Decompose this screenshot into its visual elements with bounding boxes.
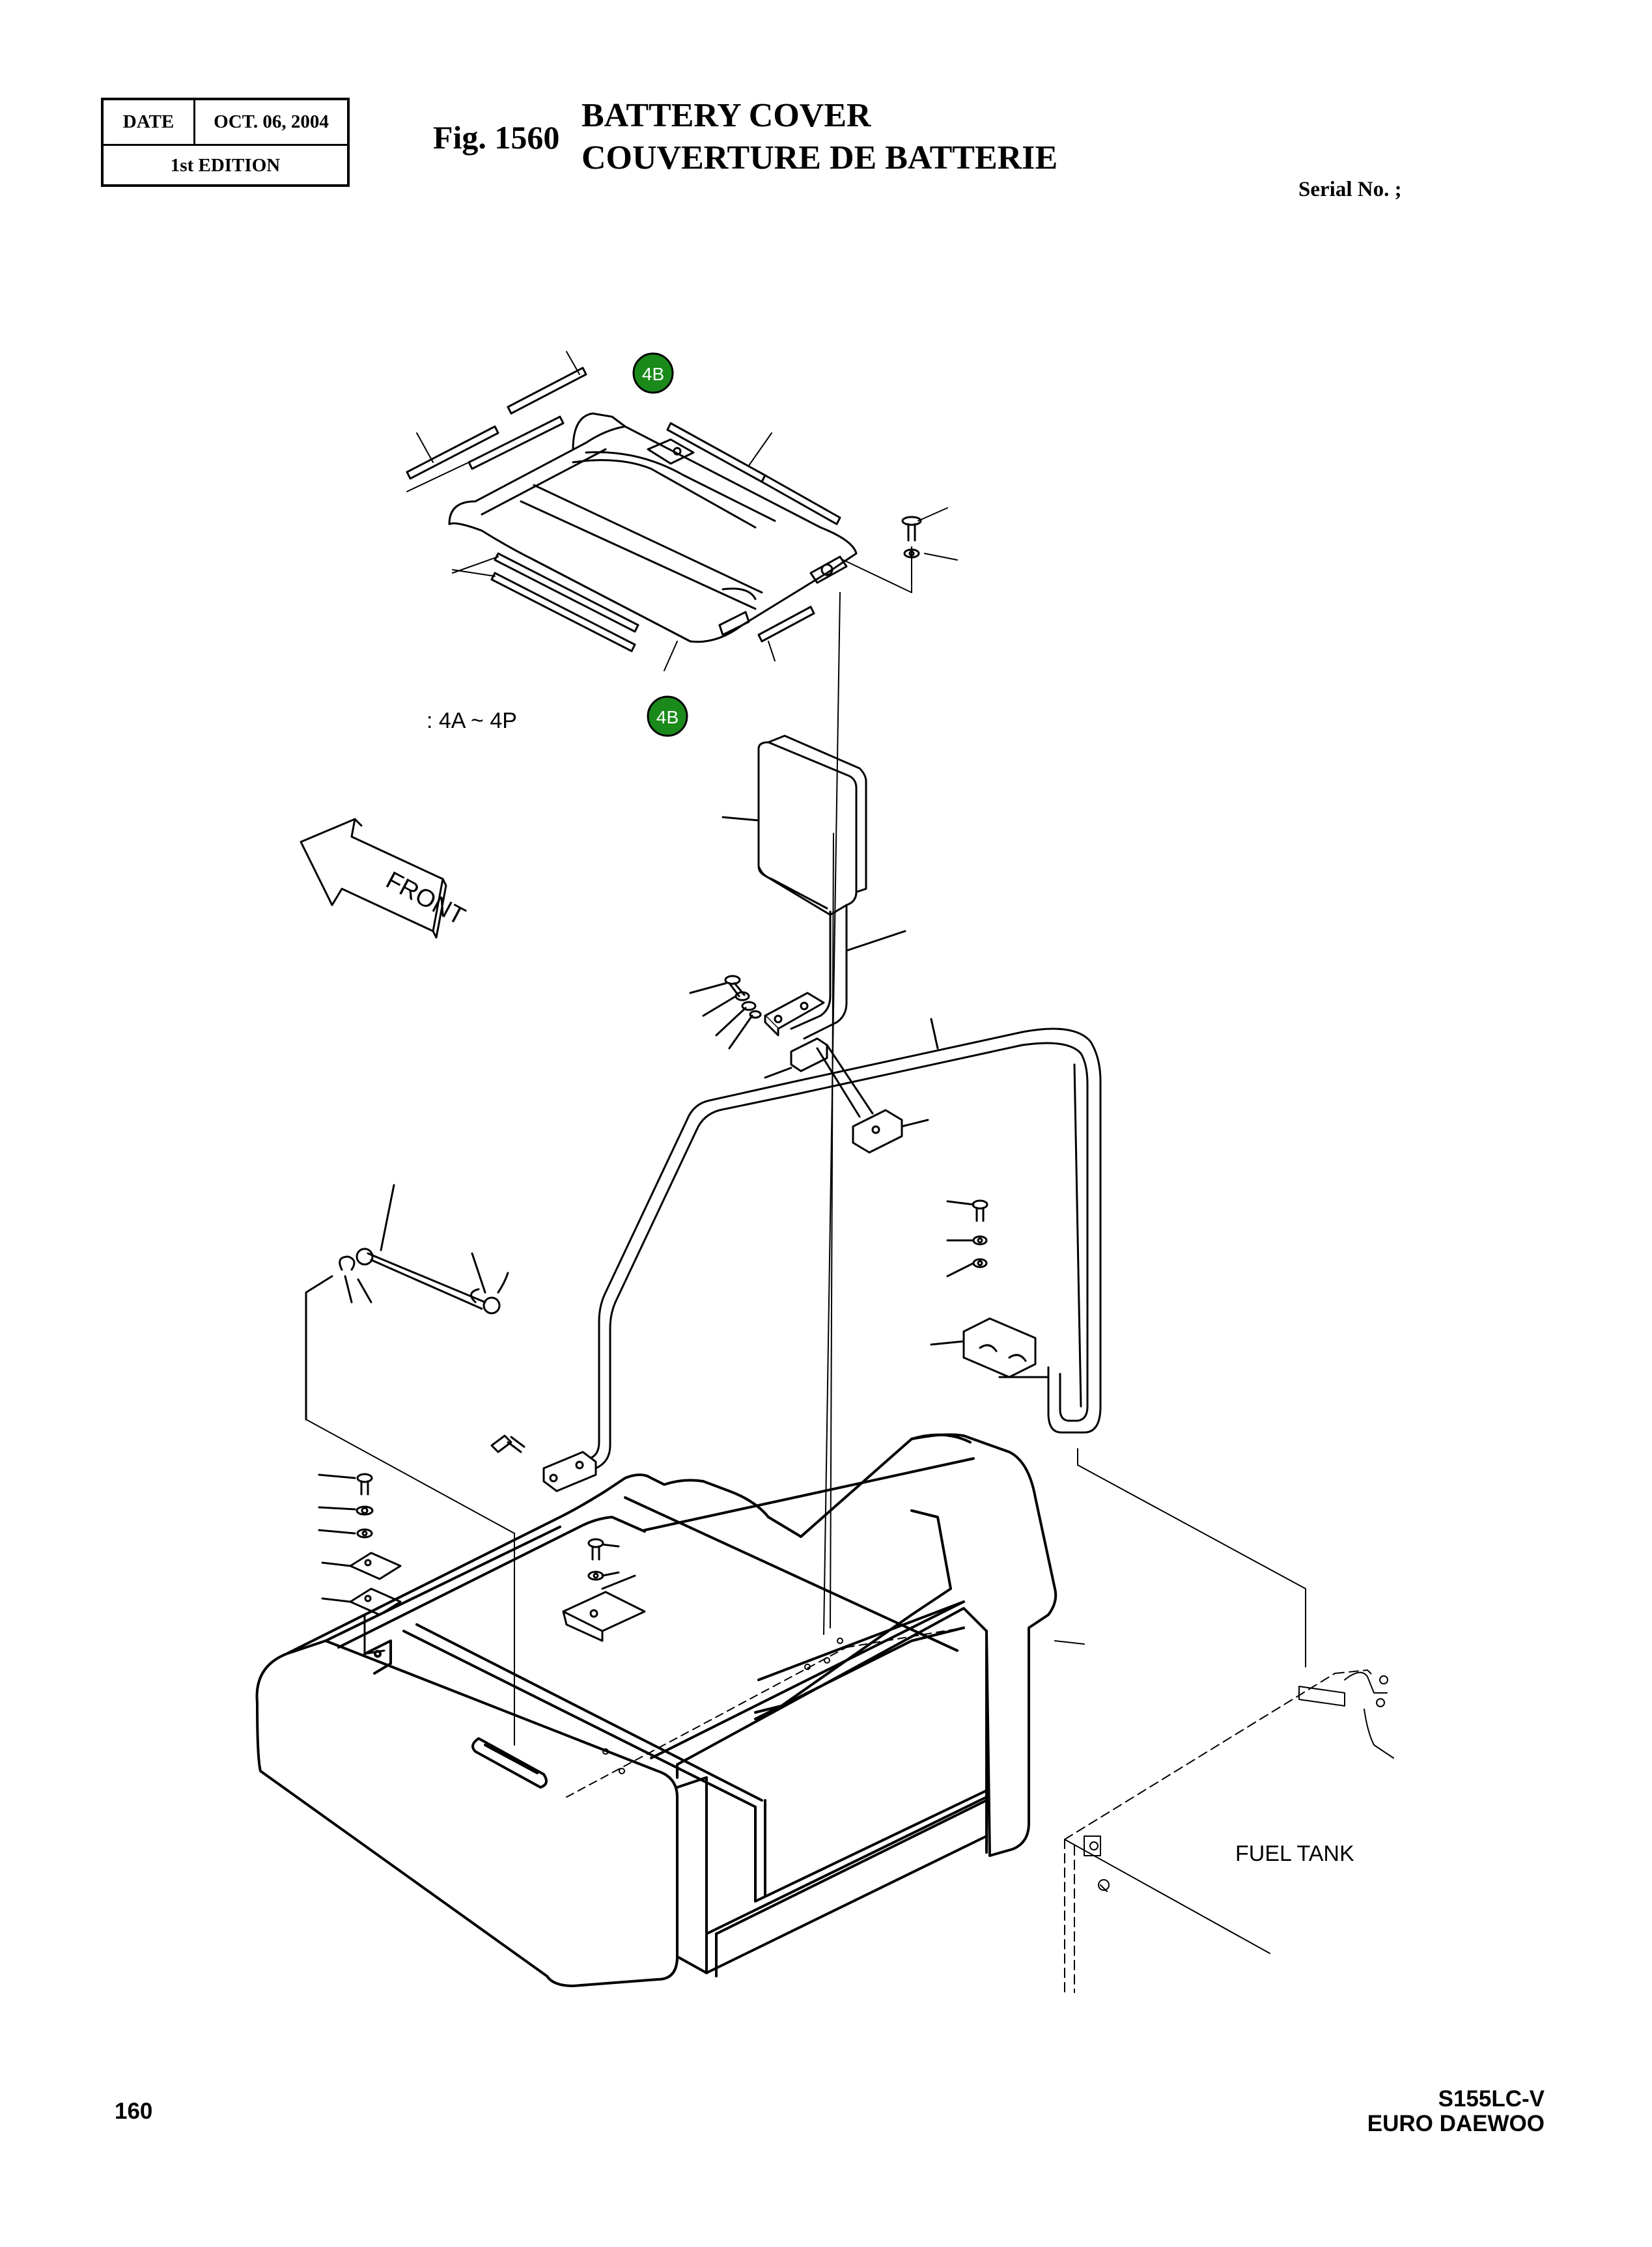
callout-4b-top-label: 4B (642, 364, 664, 384)
mounting-holes (602, 1638, 843, 1774)
callout-4b-top: 4B (632, 352, 674, 394)
edition-label: 1st EDITION (170, 154, 281, 176)
bracket-bolt-set (689, 975, 762, 1050)
cover-bolt (901, 516, 922, 559)
cover-hinge (718, 555, 848, 636)
handrail (588, 1018, 1102, 1470)
battery-box-frame (255, 1433, 1057, 1987)
lock-plate (647, 438, 695, 465)
cushion-block (721, 734, 867, 916)
handrail-foot-plate (542, 1451, 597, 1492)
title-french: COUVERTURE DE BATTERIE (581, 139, 1058, 176)
kit-range-note: : 4A ~ 4P (427, 708, 517, 733)
right-bracket-hardware (930, 1199, 1050, 1414)
date-value: OCT. 06, 2004 (214, 111, 329, 132)
front-direction-arrow: FRONT (300, 818, 469, 939)
page-number: 160 (115, 2099, 153, 2124)
battery-cover-lid (448, 412, 858, 643)
fuel-tank-label: FUEL TANK (1235, 1841, 1354, 1866)
phantom-lines (566, 1627, 964, 1798)
mounting-bracket (764, 992, 929, 1154)
model-number: S155LC-V (1438, 2086, 1545, 2112)
center-hardware-stack (562, 1538, 646, 1642)
left-hardware-stack (318, 1473, 402, 1655)
edition-info-box: DATE OCT. 06, 2004 1st EDITION (101, 98, 350, 187)
callout-4b-bottom-label: 4B (656, 707, 679, 727)
serial-number-label: Serial No. ; (1298, 178, 1402, 201)
fuel-tank-outline (1064, 1669, 1394, 1993)
date-row: DATE OCT. 06, 2004 (104, 100, 347, 146)
leader-lines (406, 351, 958, 671)
linkage-rod (305, 1184, 509, 1421)
long-leader-lines (305, 592, 1306, 1746)
model-block: S155LC-V EURO DAEWOO (1367, 2087, 1545, 2136)
figure-number: Fig. 1560 (433, 119, 560, 156)
foot-plate-bolt (490, 1434, 525, 1453)
seal-strips (406, 367, 841, 652)
brand-name: EURO DAEWOO (1367, 2111, 1545, 2136)
callout-4b-bottom: 4B (647, 695, 688, 737)
title-english: BATTERY COVER (581, 97, 871, 134)
support-rod (790, 904, 906, 1040)
date-label: DATE (104, 100, 195, 144)
